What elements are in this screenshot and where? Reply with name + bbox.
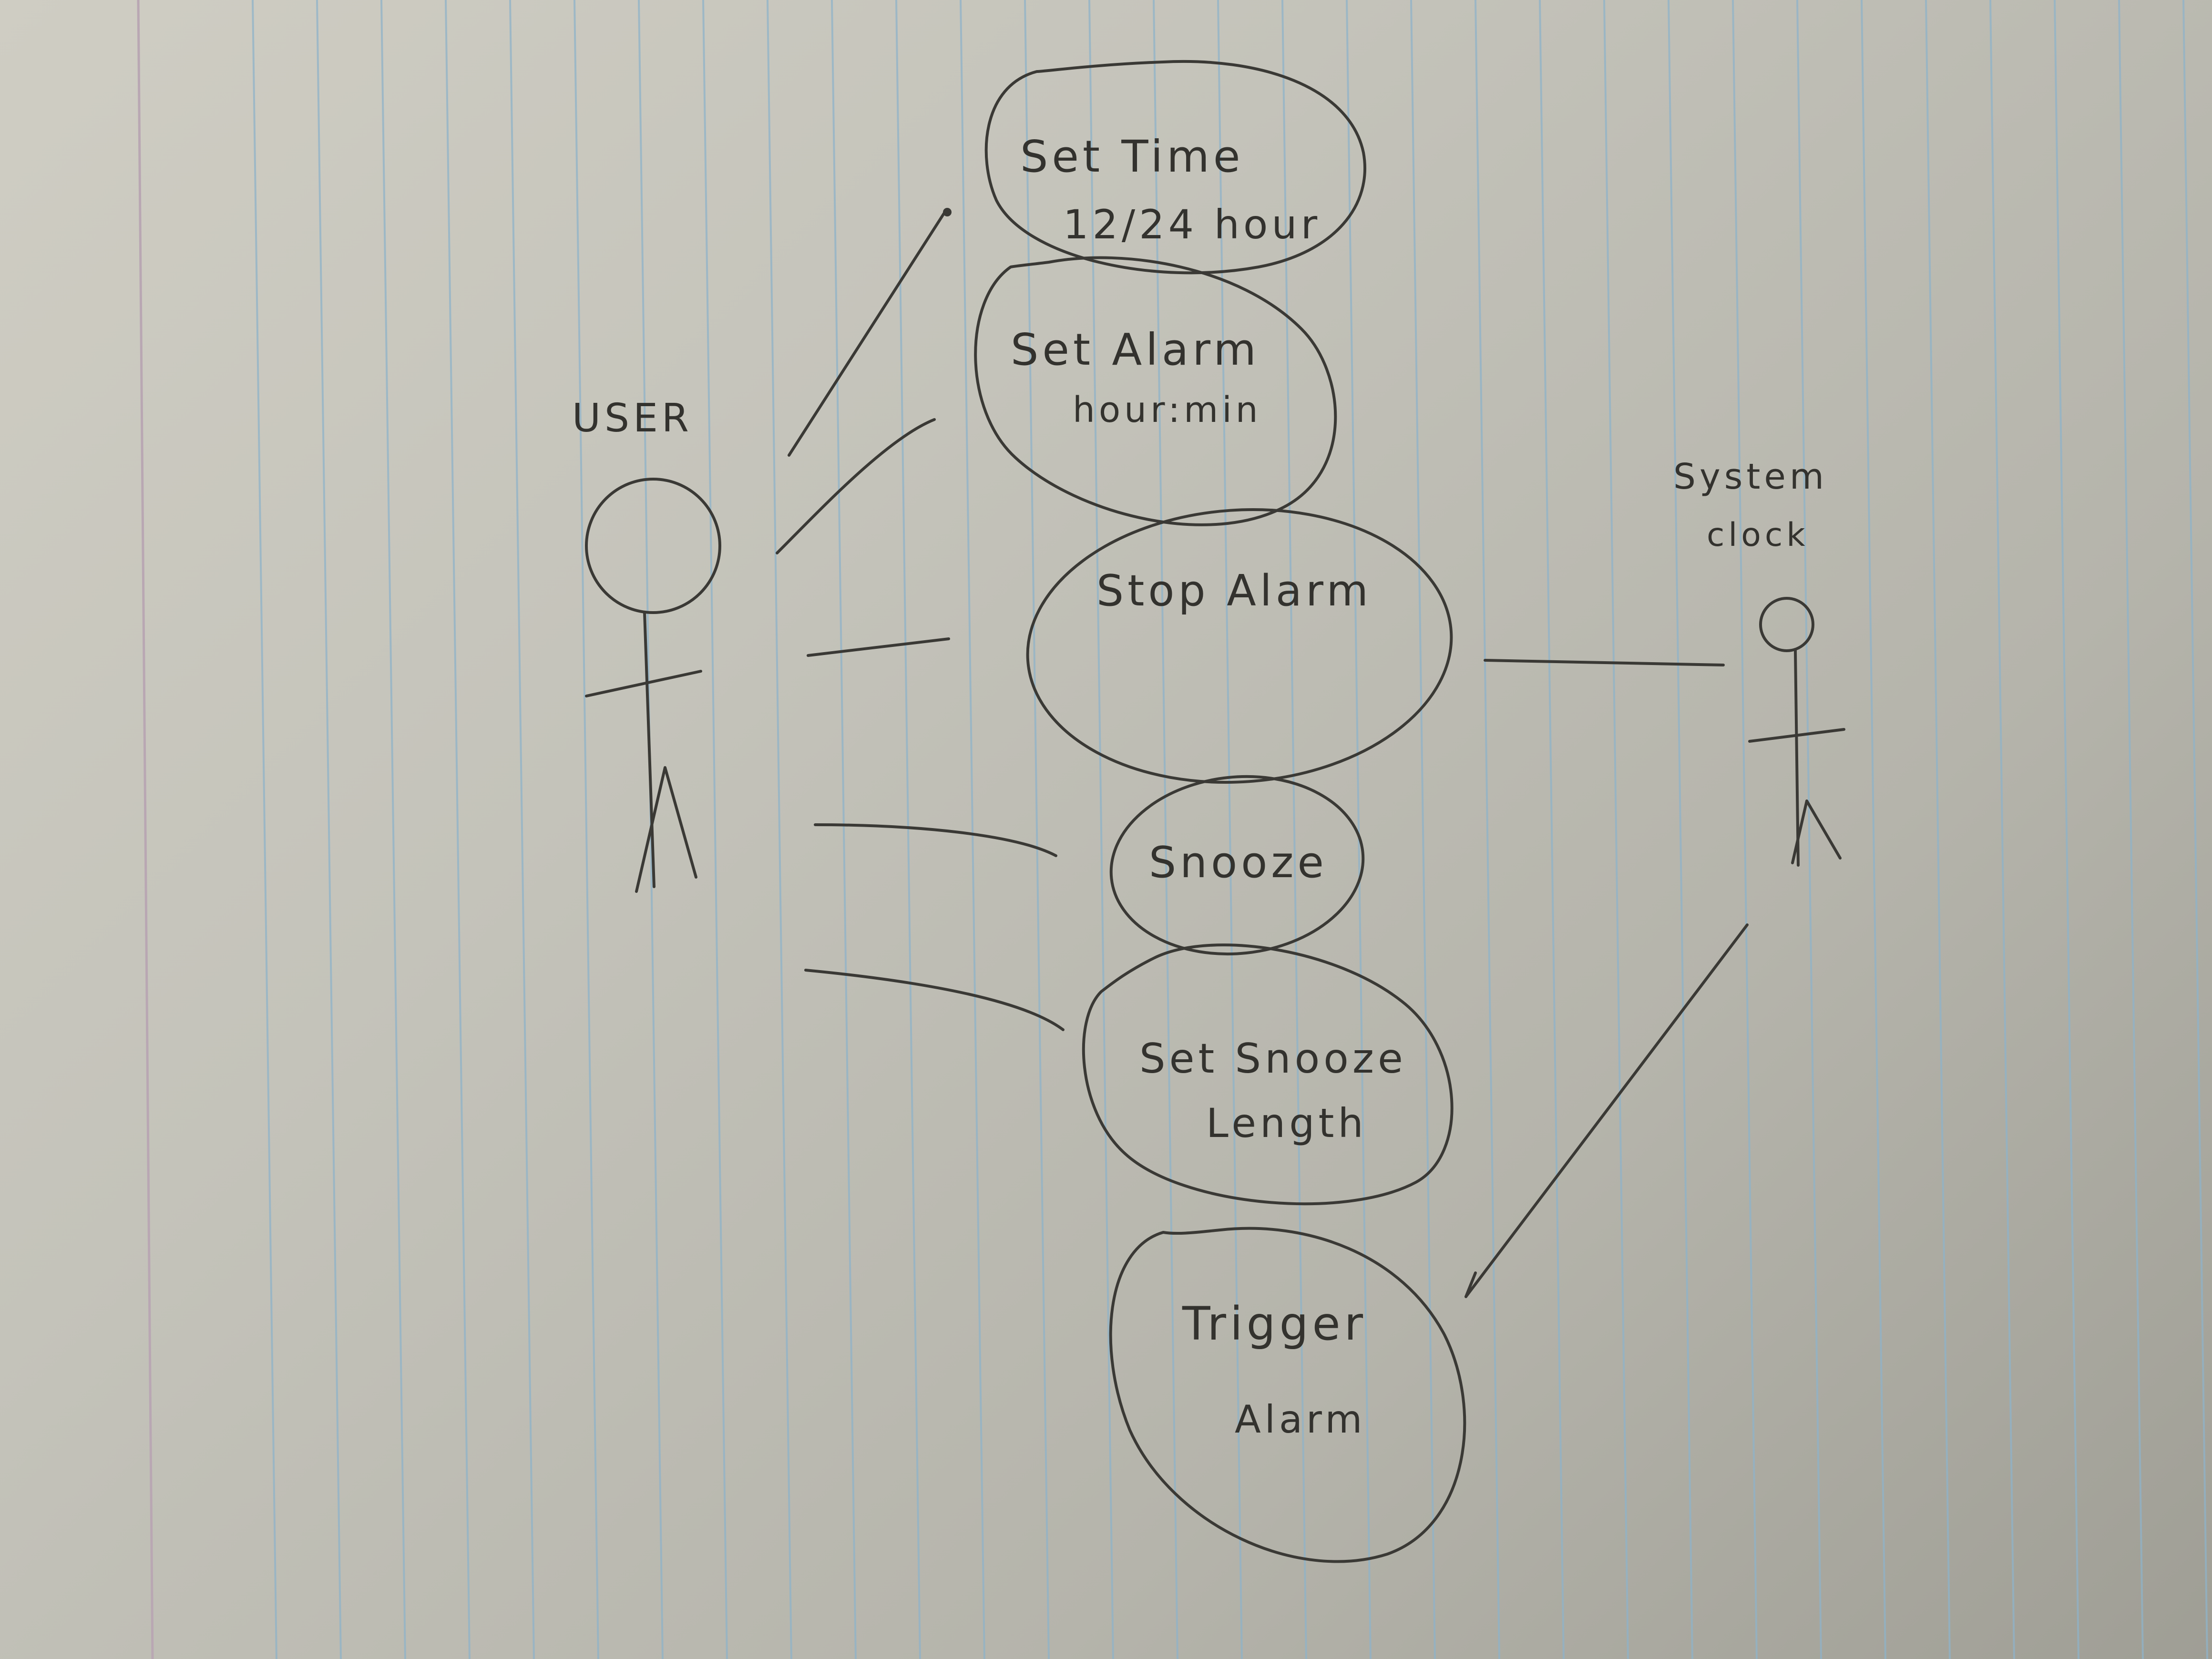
use-case-trigger-alarm: Trigger Alarm bbox=[1109, 1227, 1466, 1563]
use-case-set-snooze-length-line2: Length bbox=[1206, 1100, 1367, 1147]
use-case-stop-alarm: Stop Alarm bbox=[1026, 508, 1453, 784]
association-user-set-alarm bbox=[776, 418, 936, 554]
actor-user-figure bbox=[585, 478, 721, 893]
use-case-trigger-alarm-line2: Alarm bbox=[1235, 1397, 1366, 1442]
ruled-line bbox=[1281, 0, 1307, 1659]
ruled-line bbox=[1217, 0, 1243, 1659]
association-user-set-time-mark bbox=[943, 208, 952, 216]
use-case-stop-alarm-ellipse bbox=[1026, 508, 1453, 784]
ruled-line bbox=[252, 0, 277, 1659]
ruled-line bbox=[767, 0, 792, 1659]
use-case-snooze-line1: Snooze bbox=[1149, 838, 1328, 888]
association-system-clock-trigger-alarm-tick bbox=[1464, 1271, 1477, 1298]
actor-system-clock-legs bbox=[1791, 799, 1842, 864]
use-case-set-alarm-line1: Set Alarm bbox=[1011, 324, 1260, 375]
association-system-clock-trigger-alarm bbox=[1464, 923, 1749, 1298]
actor-system-clock-body bbox=[1794, 649, 1800, 867]
association-user-set-time bbox=[788, 208, 948, 457]
use-case-trigger-alarm-ellipse bbox=[1109, 1227, 1466, 1563]
association-user-set-snooze-length bbox=[804, 969, 1065, 1031]
ruled-line bbox=[1796, 0, 1822, 1659]
use-case-snooze-ellipse bbox=[1109, 775, 1365, 956]
actor-user-body bbox=[643, 611, 655, 888]
association-user-stop-alarm bbox=[807, 637, 950, 657]
use-case-set-time: Set Time 12/24 hour bbox=[984, 60, 1367, 275]
ruled-line bbox=[1024, 0, 1050, 1659]
ruled-line bbox=[895, 0, 921, 1659]
actor-system-clock-head bbox=[1759, 597, 1814, 652]
ruled-line bbox=[380, 0, 406, 1659]
actor-user-head bbox=[585, 478, 721, 614]
ruled-line bbox=[1153, 0, 1178, 1659]
ruled-line bbox=[2054, 0, 2079, 1659]
ruled-line bbox=[702, 0, 728, 1659]
use-case-snooze: Snooze bbox=[1109, 775, 1365, 956]
actor-system-clock-arms bbox=[1748, 728, 1845, 743]
association-user-snooze bbox=[814, 823, 1057, 857]
ruled-line bbox=[831, 0, 857, 1659]
ruled-line bbox=[1732, 0, 1758, 1659]
ruled-line bbox=[2118, 0, 2144, 1659]
ruled-line bbox=[573, 0, 599, 1659]
actor-user-arms bbox=[585, 670, 702, 697]
use-case-set-time-line1: Set Time bbox=[1020, 131, 1244, 182]
ruled-line bbox=[509, 0, 535, 1659]
association-system-clock-stop-alarm bbox=[1484, 659, 1725, 666]
actor-system-clock-figure bbox=[1748, 597, 1845, 867]
ruled-line bbox=[1989, 0, 2015, 1659]
associations bbox=[776, 208, 1749, 1298]
use-case-stop-alarm-line1: Stop Alarm bbox=[1096, 566, 1372, 616]
use-case-set-alarm-line2: hour:min bbox=[1073, 389, 1262, 430]
use-case-set-alarm-ellipse bbox=[974, 256, 1337, 526]
actor-user-legs bbox=[635, 766, 697, 893]
use-case-trigger-alarm-line1: Trigger bbox=[1182, 1297, 1367, 1351]
ruled-line bbox=[1603, 0, 1629, 1659]
ruled-line bbox=[1346, 0, 1372, 1659]
use-case-set-time-ellipse bbox=[984, 60, 1367, 275]
ruled-line bbox=[1410, 0, 1436, 1659]
actor-user-label: USER bbox=[572, 396, 693, 441]
ruled-line bbox=[960, 0, 985, 1659]
actor-system-clock-label-line2: clock bbox=[1707, 516, 1809, 554]
actor-system-clock-label-line1: System bbox=[1673, 456, 1828, 497]
ruled-line bbox=[1539, 0, 1565, 1659]
ruled-line bbox=[1088, 0, 1114, 1659]
ruled-line bbox=[2182, 0, 2208, 1659]
use-case-set-snooze-length-ellipse bbox=[1082, 943, 1454, 1206]
margin-line bbox=[137, 0, 154, 1659]
ruled-line bbox=[1925, 0, 1951, 1659]
ruled-line bbox=[1475, 0, 1500, 1659]
ruled-line bbox=[316, 0, 342, 1659]
use-case-set-snooze-length: Set Snooze Length bbox=[1082, 943, 1454, 1206]
use-case-set-time-line2: 12/24 hour bbox=[1063, 201, 1321, 248]
actor-system-clock: System clock bbox=[1673, 456, 1845, 867]
ruled-line bbox=[1861, 0, 1886, 1659]
use-case-set-alarm: Set Alarm hour:min bbox=[974, 256, 1337, 526]
use-case-set-snooze-length-line1: Set Snooze bbox=[1139, 1035, 1407, 1083]
actor-user: USER bbox=[572, 396, 721, 893]
ruled-line bbox=[1668, 0, 1693, 1659]
ruled-line bbox=[445, 0, 471, 1659]
